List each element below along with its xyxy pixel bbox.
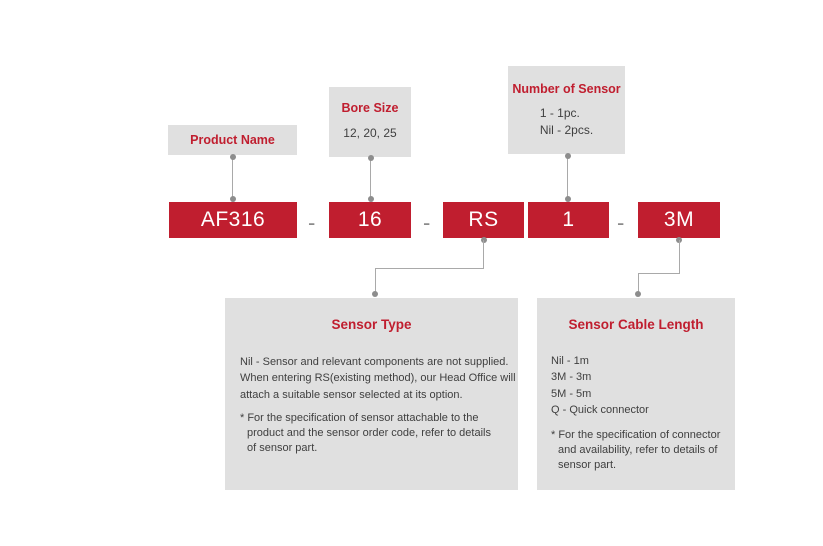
- connector-bore-size-line: [370, 158, 371, 200]
- connector-endpoint-dot: [368, 196, 374, 202]
- bore-size-title: Bore Size: [341, 101, 399, 115]
- cable-length-option: 5M - 5m: [551, 387, 592, 400]
- sensor-type-note-line: of sensor part.: [247, 442, 318, 455]
- connector-sensor-type-line: [375, 268, 484, 269]
- sensor-type-body: Nil - Sensor and relevant components are…: [240, 354, 516, 456]
- sensor-type-note-line: product and the sensor order code, refer…: [247, 427, 491, 440]
- code-separator-dash: -: [308, 210, 316, 235]
- cable-length-note-line: * For the specification of connector: [551, 428, 721, 441]
- connector-sensor-cable-line: [679, 240, 680, 273]
- connector-sensor-type-line: [483, 240, 484, 268]
- sensor-type-description-line: attach a suitable sensor selected at its…: [240, 388, 463, 401]
- connector-endpoint-dot: [565, 153, 571, 159]
- cable-length-option: 3M - 3m: [551, 371, 592, 384]
- code-segment-bore-size: 16: [329, 202, 411, 238]
- panel-sensor-cable-length: Sensor Cable Length Nil - 1m 3M - 3m 5M …: [537, 298, 735, 490]
- code-segment-sensor-type: RS: [443, 202, 524, 238]
- connector-sensor-type-line: [375, 268, 376, 295]
- panel-sensor-type: Sensor Type Nil - Sensor and relevant co…: [225, 298, 518, 490]
- callout-number-of-sensor: Number of Sensor 1 - 1pc. Nil - 2pcs.: [508, 66, 625, 154]
- sensor-cable-length-body: Nil - 1m 3M - 3m 5M - 5m Q - Quick conne…: [551, 353, 727, 473]
- product-name-title: Product Name: [190, 133, 275, 147]
- number-of-sensor-options: 1 - 1pc. Nil - 2pcs.: [540, 105, 593, 139]
- cable-length-option: Nil - 1m: [551, 355, 589, 367]
- sensor-type-note: * For the specification of sensor attach…: [240, 411, 506, 456]
- cable-length-note-line: sensor part.: [558, 458, 617, 471]
- connector-number-of-sensor-line: [567, 156, 568, 200]
- cable-length-note-line: and availability, refer to details of: [558, 443, 718, 456]
- code-separator-dash: -: [617, 210, 625, 235]
- sensor-type-note-line: * For the specification of sensor attach…: [240, 412, 479, 425]
- connector-sensor-cable-line: [638, 273, 639, 295]
- code-segment-number-of-sensor: 1: [528, 202, 609, 238]
- bore-size-values: 12, 20, 25: [343, 126, 397, 140]
- connector-endpoint-dot: [481, 237, 487, 243]
- connector-endpoint-dot: [368, 155, 374, 161]
- number-of-sensor-option: Nil - 2pcs.: [539, 123, 594, 137]
- number-of-sensor-title: Number of Sensor: [512, 82, 621, 96]
- callout-product-name: Product Name: [168, 125, 297, 155]
- sensor-type-description-line: Nil - Sensor and relevant components are…: [240, 356, 509, 368]
- code-separator-dash: -: [423, 210, 431, 235]
- connector-endpoint-dot: [230, 154, 236, 160]
- code-segment-sensor-cable-length: 3M: [638, 202, 720, 238]
- sensor-type-description-line: When entering RS(existing method), our H…: [240, 372, 516, 385]
- cable-length-option: Q - Quick connector: [551, 404, 649, 417]
- connector-endpoint-dot: [635, 291, 641, 297]
- callout-bore-size: Bore Size 12, 20, 25: [329, 87, 411, 157]
- sensor-type-title: Sensor Type: [331, 317, 412, 332]
- sensor-cable-length-note: * For the specification of connector and…: [551, 428, 727, 473]
- connector-endpoint-dot: [230, 196, 236, 202]
- connector-endpoint-dot: [565, 196, 571, 202]
- number-of-sensor-option: 1 - 1pc.: [539, 106, 580, 120]
- connector-product-name-line: [232, 157, 233, 200]
- code-segment-product-name: AF316: [169, 202, 297, 238]
- connector-sensor-cable-line: [638, 273, 680, 274]
- sensor-cable-length-title: Sensor Cable Length: [568, 317, 704, 332]
- connector-endpoint-dot: [372, 291, 378, 297]
